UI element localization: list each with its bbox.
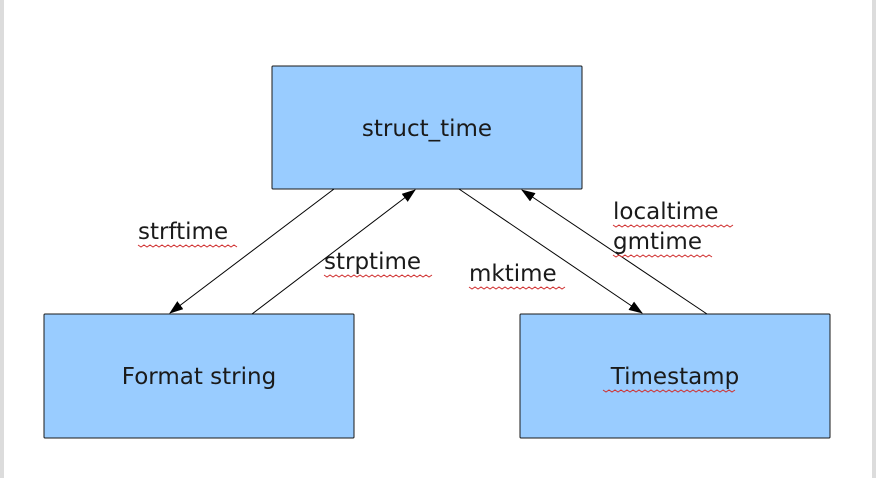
- node-format-string-label: Format string: [122, 364, 276, 390]
- node-timestamp-label: Timestamp: [610, 364, 739, 390]
- spellcheck-underline-strftime: [137, 244, 238, 248]
- edge-strptime-label: strptime: [324, 249, 421, 275]
- node-struct-time-label: struct_time: [362, 116, 492, 142]
- edge-gmtime-label: gmtime: [613, 229, 702, 255]
- edge-mktime-arrow: [458, 188, 643, 314]
- spellcheck-underline-strptime: [323, 274, 433, 278]
- edge-strftime-label: strftime: [138, 219, 228, 245]
- spellcheck-underline-mktime: [468, 286, 566, 290]
- spellcheck-underline-gmtime: [612, 254, 713, 258]
- node-struct-time-box: [271, 65, 583, 190]
- edge-localtime-gmtime-arrow: [521, 189, 708, 315]
- node-format-string-box: [43, 313, 355, 439]
- node-timestamp: Timestamp: [519, 313, 831, 439]
- node-timestamp-box: [519, 313, 831, 439]
- spellcheck-underline-timestamp: [602, 389, 736, 393]
- edge-localtime-label: localtime: [613, 199, 719, 225]
- edge-strptime-arrow: [251, 189, 416, 315]
- node-struct-time: struct_time: [271, 65, 583, 190]
- edge-mktime-label: mktime: [469, 261, 557, 287]
- page-edge-left: [0, 0, 4, 478]
- spellcheck-underline-localtime: [612, 224, 734, 228]
- page-edge-right: [872, 0, 876, 478]
- node-format-string: Format string: [43, 313, 355, 439]
- edge-strftime-arrow: [169, 188, 335, 314]
